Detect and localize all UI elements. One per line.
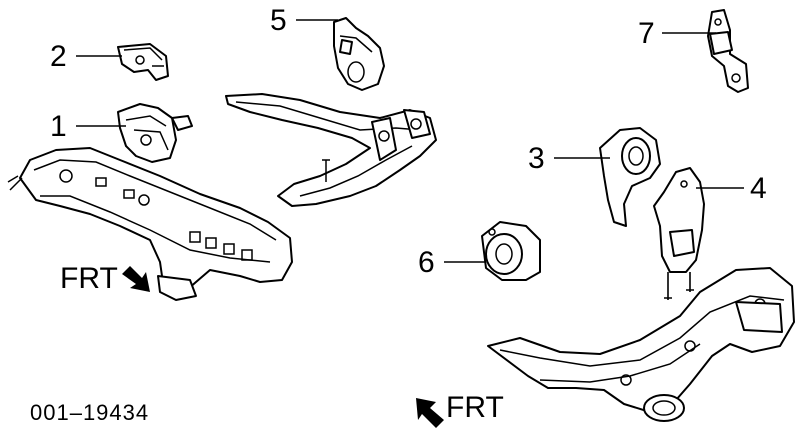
part-5-mount: [333, 17, 385, 91]
callout-6: 6: [418, 246, 435, 279]
callout-1: 1: [50, 110, 67, 143]
left-subframe: [7, 147, 293, 301]
callout-3: 3: [528, 142, 545, 175]
right-subframe: [487, 267, 795, 422]
part-1-mount: [117, 103, 193, 163]
part-4-mount: [653, 167, 705, 300]
front-label-left: FRT: [60, 262, 118, 295]
callout-4: 4: [750, 172, 767, 205]
front-label-right: FRT: [446, 391, 504, 424]
callout-7: 7: [638, 17, 655, 50]
callout-2: 2: [50, 40, 67, 73]
center-crossmember: [225, 93, 437, 207]
part-7-bracket: [707, 9, 749, 93]
arrow-down-right-icon: [122, 266, 150, 292]
callout-5: 5: [270, 4, 287, 37]
leader-lines: [76, 19, 744, 263]
arrow-up-left-icon: [416, 398, 444, 428]
part-3-mount: [599, 127, 661, 227]
diagram-code: 001–19434: [30, 400, 150, 425]
part-2-mount-bracket: [117, 43, 169, 81]
part-6-bushing-mount: [481, 221, 541, 281]
